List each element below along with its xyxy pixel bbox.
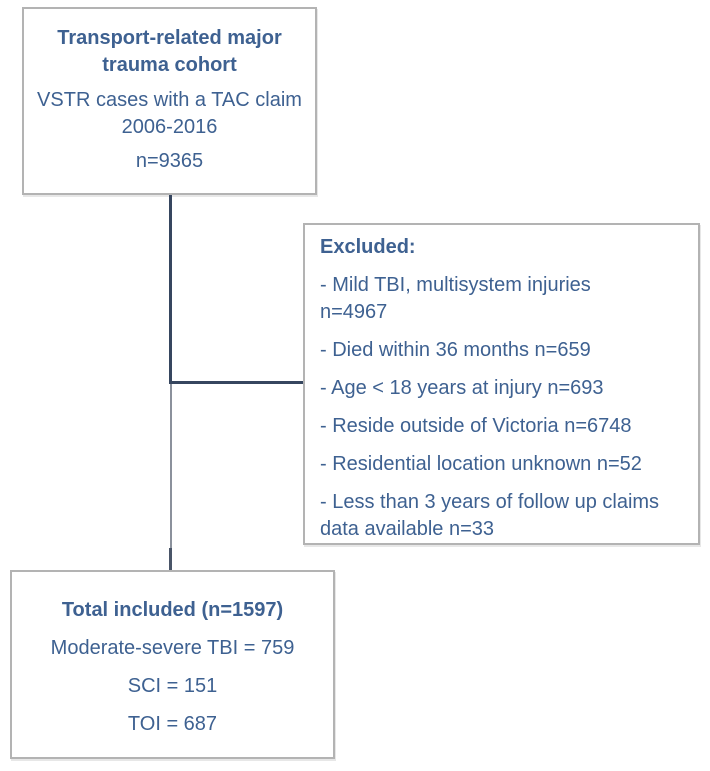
- excluded-item: - Died within 36 months n=659: [320, 339, 591, 361]
- included-box-line: Moderate-severe TBI = 759: [50, 637, 295, 659]
- connector-branch-to-excluded: [169, 381, 305, 384]
- connector-vertical-upper: [169, 195, 172, 384]
- excluded-item: - Residential location unknown n=52: [320, 453, 642, 475]
- connector-vertical-lower: [170, 384, 172, 548]
- excluded-item: - Age < 18 years at injury n=693: [320, 377, 604, 399]
- included-box: Total included (n=1597) Moderate-severe …: [10, 570, 335, 759]
- cohort-box-count: n=9365: [135, 150, 204, 172]
- included-box-line: TOI = 687: [127, 713, 218, 735]
- excluded-box: Excluded: - Mild TBI, multisystem injuri…: [303, 223, 700, 545]
- excluded-item: - Reside outside of Victoria n=6748: [320, 415, 632, 437]
- excluded-box-heading: Excluded:: [320, 236, 416, 258]
- connector-vertical-tail: [169, 548, 172, 570]
- included-box-line: SCI = 151: [127, 675, 218, 697]
- included-box-title: Total included (n=1597): [61, 599, 284, 621]
